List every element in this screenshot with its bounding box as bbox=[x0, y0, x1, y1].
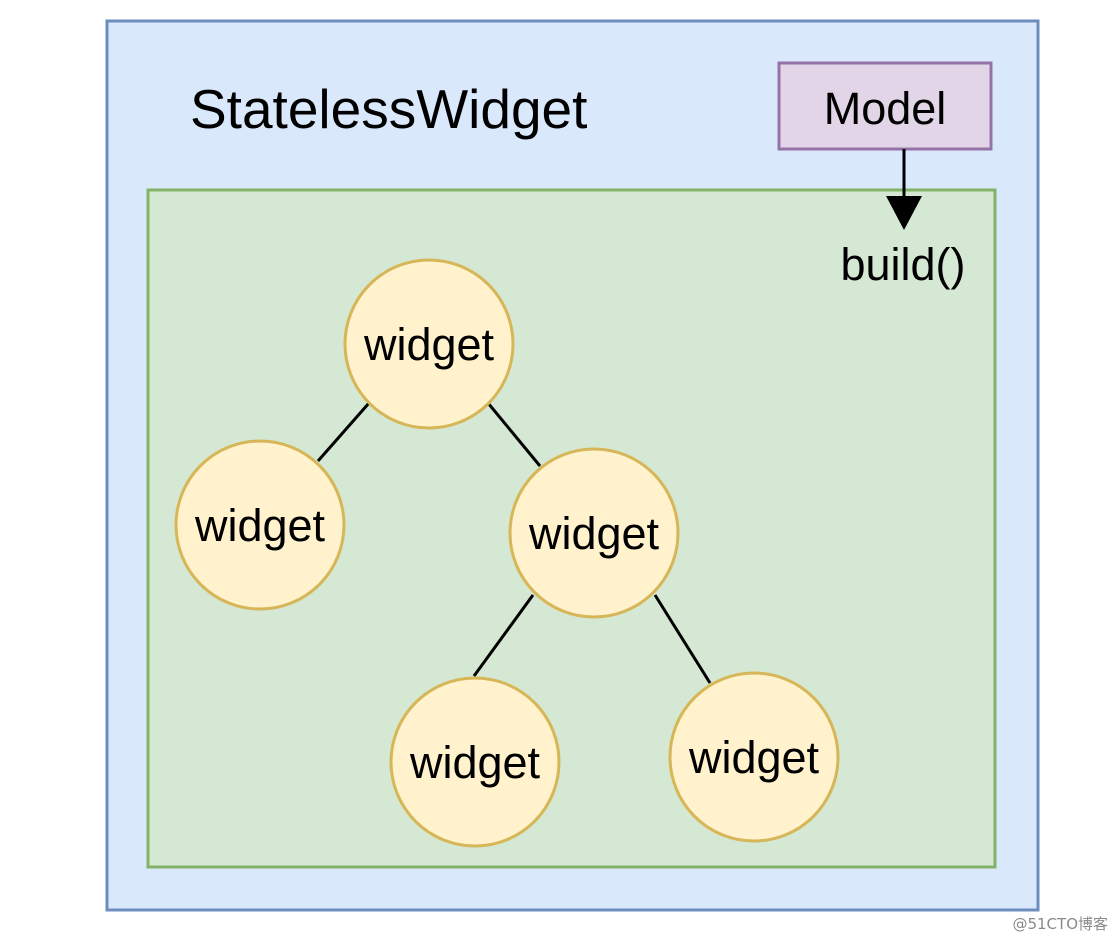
widget-tree-nodes: widget widget widget widget widget bbox=[174, 258, 840, 848]
edge-root-left bbox=[316, 402, 371, 462]
widget-node-right-circle bbox=[508, 447, 680, 619]
widget-node-root-circle bbox=[343, 258, 515, 430]
widget-node-right-left: widget bbox=[389, 676, 561, 848]
widget-node-right: widget bbox=[508, 447, 680, 619]
edge-right-right-right bbox=[653, 594, 712, 684]
widget-node-right-right-label: widget bbox=[688, 732, 820, 783]
stateless-widget-title: StatelessWidget bbox=[190, 78, 587, 140]
build-method-label: build() bbox=[840, 239, 965, 290]
edge-root-right bbox=[486, 402, 542, 467]
widget-node-left-label: widget bbox=[194, 500, 326, 551]
model-label: Model bbox=[824, 83, 947, 134]
widget-node-right-right-circle bbox=[668, 671, 840, 843]
edge-right-right-left bbox=[472, 594, 535, 677]
widget-node-right-left-label: widget bbox=[409, 737, 541, 788]
widget-node-left: widget bbox=[174, 439, 346, 611]
widget-node-right-label: widget bbox=[528, 508, 660, 559]
widget-node-right-left-circle bbox=[389, 676, 561, 848]
widget-node-root: widget bbox=[343, 258, 515, 430]
widget-node-left-circle bbox=[174, 439, 346, 611]
widget-node-right-right: widget bbox=[668, 671, 840, 843]
widget-node-root-label: widget bbox=[363, 319, 495, 370]
watermark: @51CTO博客 bbox=[1012, 915, 1108, 933]
widget-tree-edges bbox=[316, 402, 712, 684]
model-box bbox=[777, 61, 993, 151]
model-to-build-arrowhead bbox=[886, 196, 922, 230]
